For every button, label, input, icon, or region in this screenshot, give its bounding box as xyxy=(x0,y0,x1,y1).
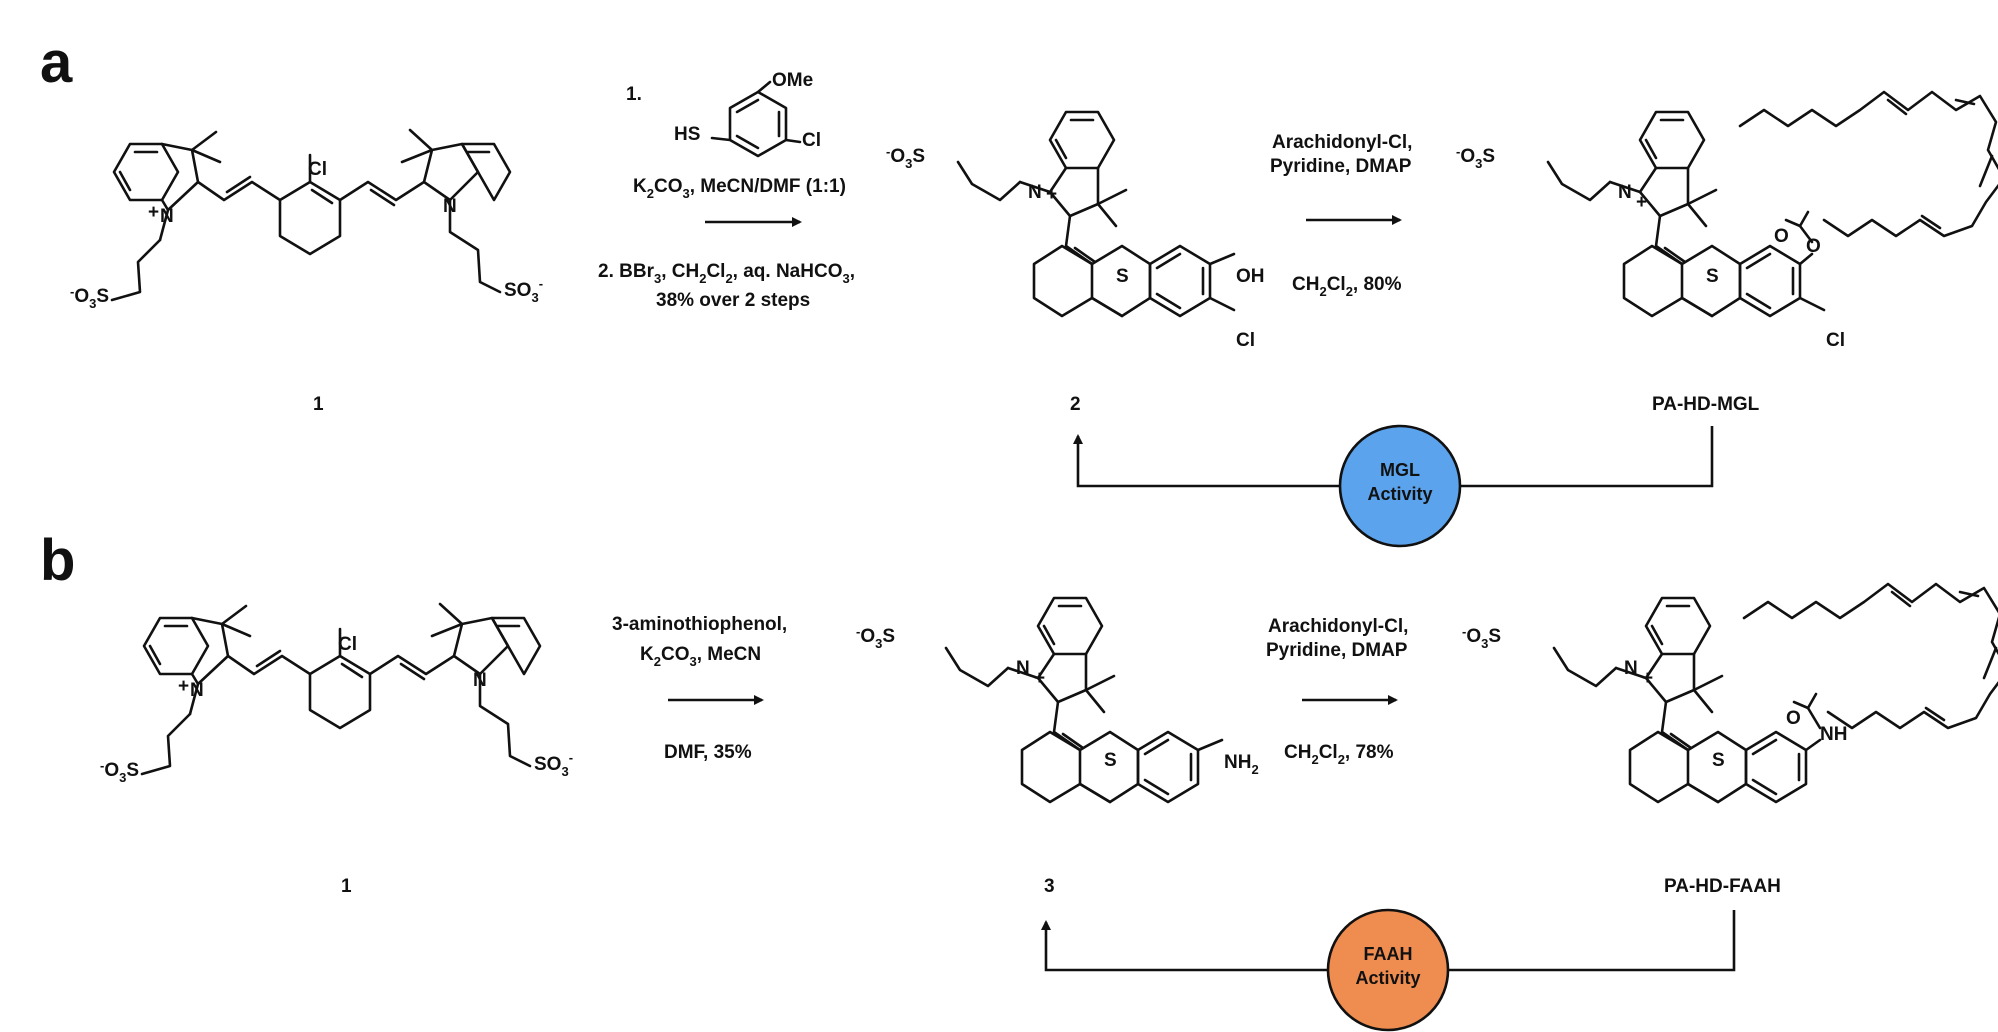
sulfonate-label: -O3S xyxy=(100,758,139,785)
thiophenol-reagent: 1. OMe HS Cl xyxy=(626,70,821,158)
compound-3-structure xyxy=(944,596,1224,804)
ome-label: OMe xyxy=(772,70,813,91)
atom-label: O xyxy=(1806,236,1821,257)
compound-2-structure xyxy=(956,110,1236,318)
b-step1-reagent: 3-aminothiophenol, xyxy=(612,614,787,635)
b-step2-conditions: CH2Cl2, 78% xyxy=(1284,742,1394,767)
mgl-activity-badge xyxy=(1338,424,1462,548)
atom-label: Cl xyxy=(1826,330,1845,351)
sulfonate-label: SO3- xyxy=(504,276,543,305)
b-step1-conditions: DMF, 35% xyxy=(664,742,752,763)
atom-label: S xyxy=(1116,266,1129,287)
pa-hd-mgl-structure xyxy=(1546,110,1826,318)
atom-label: + xyxy=(1642,668,1653,689)
b-step2-reagent-1: Arachidonyl-Cl, xyxy=(1268,616,1408,637)
atom-label: + xyxy=(1046,184,1057,205)
mgl-badge-line1: MGL xyxy=(1380,460,1420,480)
atom-label: + xyxy=(148,202,159,223)
step1-conditions: K2CO3, MeCN/DMF (1:1) xyxy=(633,176,846,201)
atom-label: N xyxy=(1624,658,1638,679)
atom-label: + xyxy=(1034,668,1045,689)
atom-label: O xyxy=(1786,708,1801,729)
b-step2-reagent-2: Pyridine, DMAP xyxy=(1266,640,1408,661)
atom-label: Cl xyxy=(308,159,327,180)
faah-activity-badge xyxy=(1326,908,1450,1032)
step2-conditions: 2. BBr3, CH2Cl2, aq. NaHCO3, xyxy=(598,261,855,286)
panel-label-b: b xyxy=(40,528,75,593)
faah-badge-line1: FAAH xyxy=(1364,944,1413,964)
step3-reagent-2: Pyridine, DMAP xyxy=(1270,156,1412,177)
mgl-badge-line2: Activity xyxy=(1367,484,1432,504)
compound-label-3: 3 xyxy=(1044,876,1055,897)
sulfonate-label: -O3S xyxy=(856,624,895,651)
atom-label: N xyxy=(473,670,487,691)
step3-conditions: CH2Cl2, 80% xyxy=(1292,274,1402,299)
atom-label: S xyxy=(1104,750,1117,771)
b-step1-base: K2CO3, MeCN xyxy=(640,644,761,669)
atom-label: + xyxy=(1636,192,1647,213)
atom-label: S xyxy=(1706,266,1719,287)
atom-label: N xyxy=(160,206,174,227)
pa-hd-faah-structure xyxy=(1552,596,1822,804)
step3-reagent-1: Arachidonyl-Cl, xyxy=(1272,132,1412,153)
atom-label: + xyxy=(178,676,189,697)
compound-label-pa-hd-mgl: PA-HD-MGL xyxy=(1652,394,1760,415)
step2-yield: 38% over 2 steps xyxy=(656,290,810,311)
panel-label-a: a xyxy=(40,30,73,95)
atom-label: O xyxy=(1774,226,1789,247)
atom-label: N xyxy=(1618,182,1632,203)
amine-label: NH2 xyxy=(1224,752,1259,777)
arachidonyl-tail-b xyxy=(1742,582,1998,730)
atom-label: N xyxy=(1028,182,1042,203)
atom-label: S xyxy=(1712,750,1725,771)
compound-label-1-b: 1 xyxy=(341,876,352,897)
atom-label: Cl xyxy=(1236,330,1255,351)
atom-label: OH xyxy=(1236,266,1265,287)
compound-label-1-a: 1 xyxy=(313,394,324,415)
atom-label: Cl xyxy=(338,634,357,655)
faah-badge-line2: Activity xyxy=(1355,968,1420,988)
atom-label: N xyxy=(190,680,204,701)
cl-label: Cl xyxy=(802,130,821,151)
step1-number: 1. xyxy=(626,84,642,105)
atom-label: N xyxy=(443,196,457,217)
arachidonyl-tail-a xyxy=(1738,90,1998,238)
sulfonate-label: -O3S xyxy=(1456,144,1495,171)
sulfonate-label: SO3- xyxy=(534,750,573,779)
sulfonate-label: -O3S xyxy=(70,284,109,311)
atom-label: N xyxy=(1016,658,1030,679)
sulfonate-label: -O3S xyxy=(886,144,925,171)
sulfonate-label: -O3S xyxy=(1462,624,1501,651)
compound-label-pa-hd-faah: PA-HD-FAAH xyxy=(1664,876,1781,897)
compound-label-2: 2 xyxy=(1070,394,1081,415)
atom-label: NH xyxy=(1820,724,1847,745)
hs-label: HS xyxy=(674,124,700,145)
